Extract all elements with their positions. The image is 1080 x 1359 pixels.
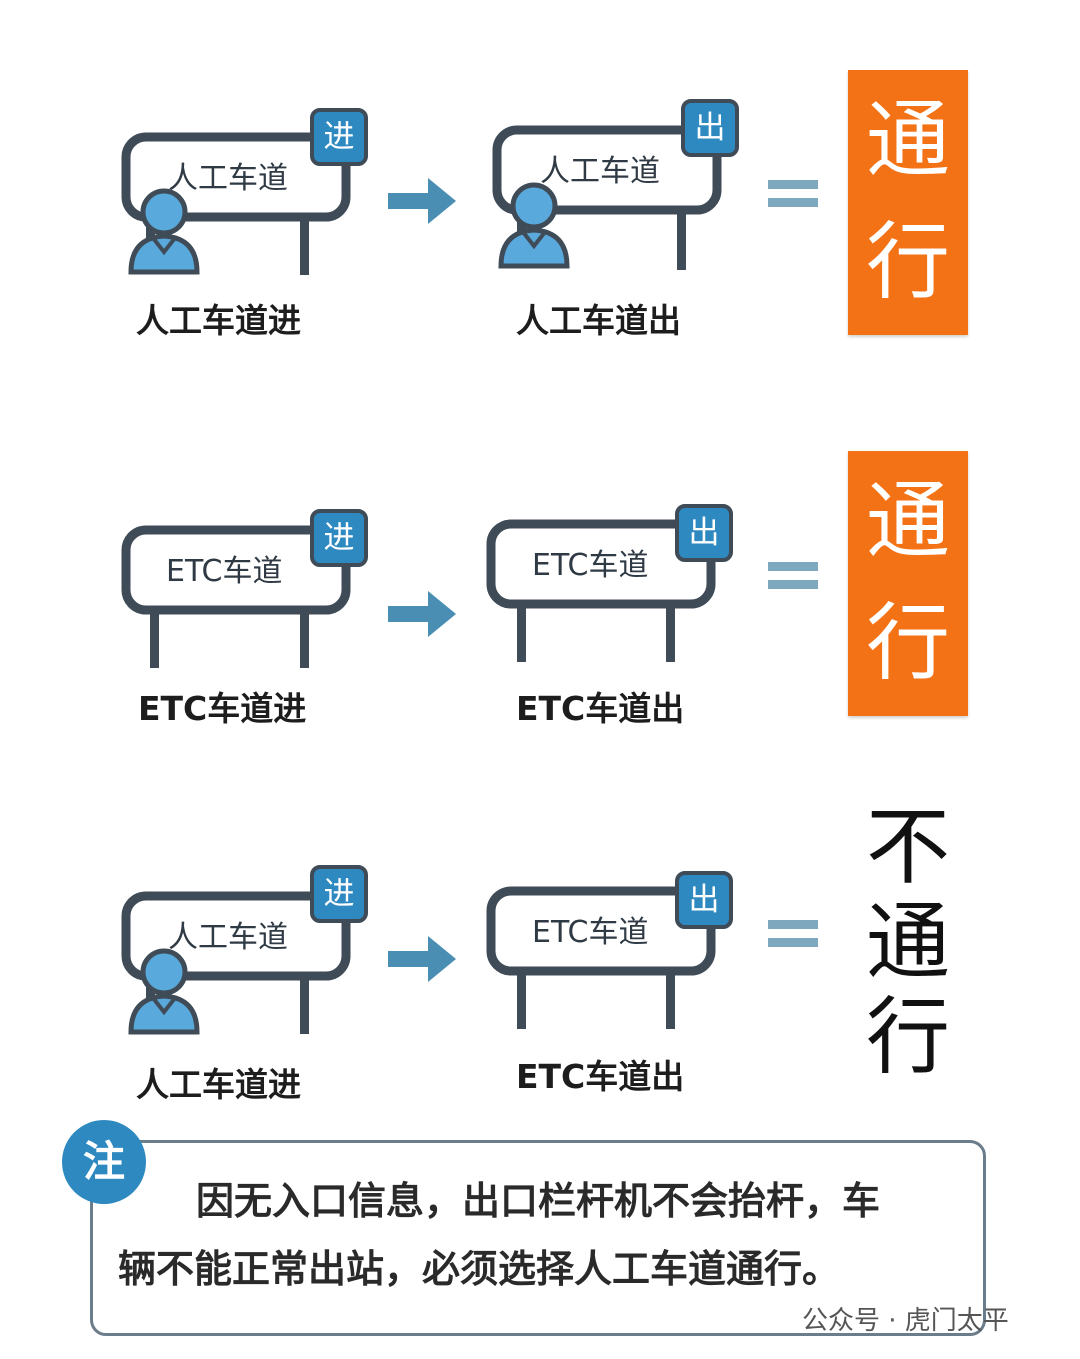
row-2-entry-gate — [121, 509, 368, 668]
person-icon — [128, 948, 200, 1035]
exit-tag-badge — [675, 871, 733, 929]
arrow-right-icon — [388, 178, 456, 224]
equals-icon — [768, 180, 818, 207]
row-3-entry-caption: 人工车道进 — [136, 1065, 301, 1104]
result-char: 行 — [865, 213, 950, 311]
row-1-entry-sign-label: 人工车道 — [168, 161, 288, 196]
row-1-entry-caption: 人工车道进 — [136, 301, 301, 340]
result-char: 行 — [865, 988, 950, 1086]
row-3-exit-tag-label: 出 — [688, 882, 720, 918]
result-char: 通 — [865, 472, 950, 570]
row-1-exit-gate — [492, 99, 739, 270]
result-char: 通 — [865, 91, 950, 189]
watermark: 公众号 · 虎门太平 — [758, 1300, 1009, 1336]
arrow-right-icon — [388, 591, 456, 637]
row-2-result-pass: 通 行 — [848, 451, 968, 716]
entry-tag-badge — [310, 509, 368, 567]
row-1-result-pass: 通 行 — [848, 70, 968, 335]
row-1-exit-caption: 人工车道出 — [516, 301, 681, 340]
entry-tag-badge — [310, 108, 368, 166]
note-line-1: 因无入口信息，出口栏杆机不会抬杆，车 — [196, 1179, 881, 1223]
result-char: 行 — [865, 594, 950, 692]
note-line-2: 辆不能正常出站，必须选择人工车道通行。 — [118, 1247, 841, 1291]
row-1-entry-tag-label: 进 — [323, 119, 355, 155]
note-badge: 注 — [62, 1120, 146, 1204]
exit-tag-badge — [675, 504, 733, 562]
row-2-exit-gate — [486, 504, 733, 662]
row-3-entry-sign-label: 人工车道 — [168, 920, 288, 955]
row-1-exit-sign-label: 人工车道 — [540, 154, 660, 189]
row-3-entry-tag-label: 进 — [323, 876, 355, 912]
note-box — [90, 1140, 986, 1336]
row-2-exit-caption: ETC车道出 — [516, 689, 685, 728]
row-3-exit-sign-label: ETC车道 — [532, 915, 649, 950]
row-2-entry-sign-label: ETC车道 — [166, 554, 283, 589]
person-icon — [128, 188, 200, 275]
result-char: 不 — [865, 798, 950, 896]
exit-tag-badge — [681, 99, 739, 157]
watermark-text: 公众号 · 虎门太平 — [802, 1305, 1009, 1336]
equals-icon — [768, 920, 818, 947]
entry-tag-badge — [310, 865, 368, 923]
row-2-entry-tag-label: 进 — [323, 520, 355, 556]
result-char: 通 — [865, 893, 950, 991]
row-2-exit-sign-label: ETC车道 — [532, 548, 649, 583]
person-icon — [498, 182, 570, 269]
row-3-exit-gate — [486, 871, 733, 1029]
equals-icon — [768, 562, 818, 589]
row-1-exit-tag-label: 出 — [694, 110, 726, 146]
arrow-right-icon — [388, 936, 456, 982]
row-2-exit-tag-label: 出 — [688, 515, 720, 551]
row-2-entry-caption: ETC车道进 — [138, 689, 307, 728]
row-3-exit-caption: ETC车道出 — [516, 1057, 685, 1096]
